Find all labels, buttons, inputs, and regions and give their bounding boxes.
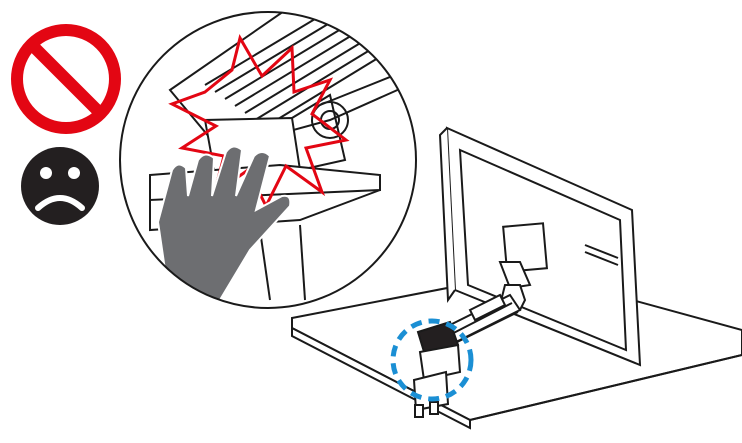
pinch-hazard-callout — [120, 0, 420, 308]
sad-face-icon — [21, 147, 99, 225]
prohibited-icon — [17, 30, 115, 128]
